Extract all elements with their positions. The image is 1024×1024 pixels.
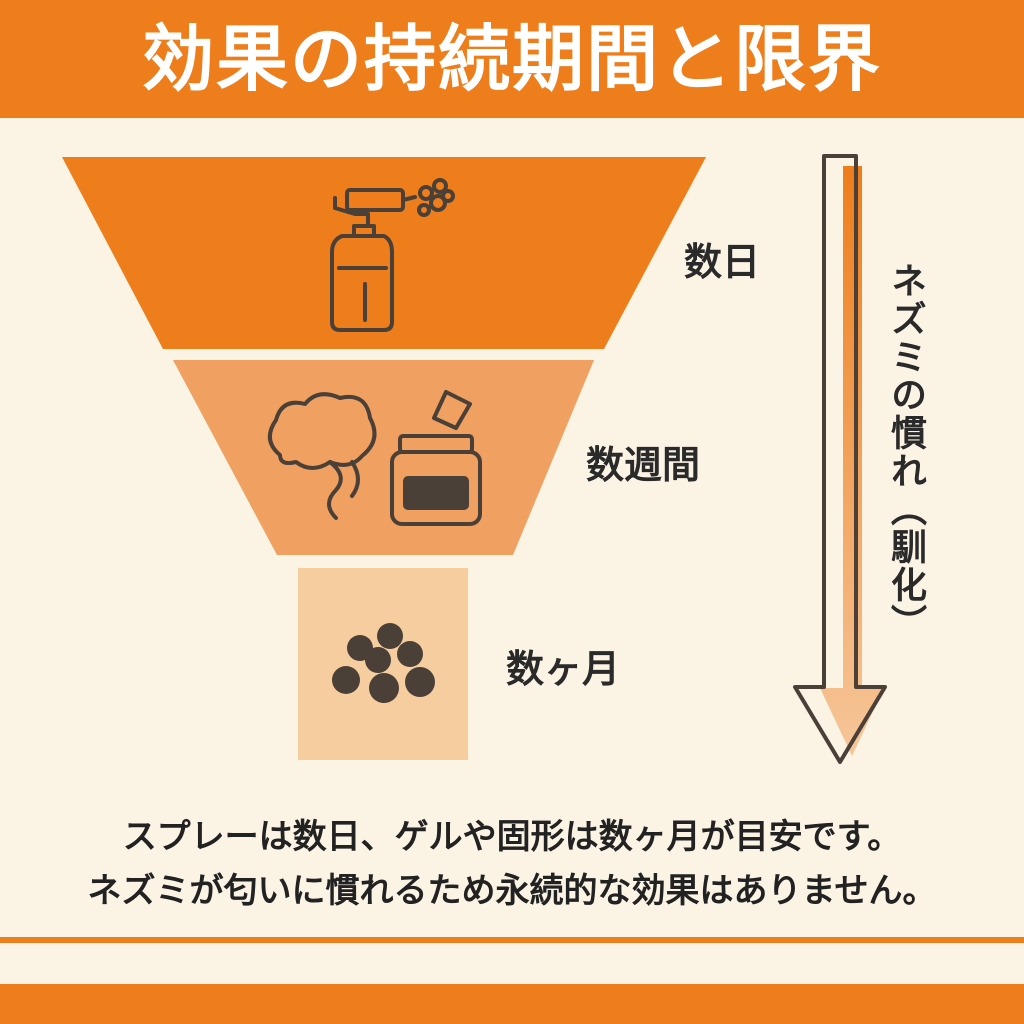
funnel-tier-short	[62, 157, 706, 349]
smoke-cloud-icon	[268, 392, 377, 520]
title-banner: 効果の持続期間と限界	[0, 0, 1024, 118]
description-line-2: ネズミが匂いに慣れるため永続的な効果はありません。	[87, 871, 937, 911]
tier-label-weeks: 数週間	[586, 443, 701, 487]
description-line-1: スプレーは数日、ゲルや固形は数ヶ月が目安です。	[122, 817, 902, 857]
divider-line	[0, 937, 1024, 943]
habituation-label: ネズミの慣れ（馴化）	[885, 262, 926, 642]
solid-pellets-icon	[332, 623, 435, 703]
funnel-tier-mid	[173, 360, 594, 555]
spray-bottle-icon	[330, 178, 455, 332]
description-text: スプレーは数日、ゲルや固形は数ヶ月が目安です。 ネズミが匂いに慣れるため永続的な…	[0, 810, 1024, 918]
page-title: 効果の持続期間と限界	[141, 17, 882, 101]
tier-label-months: 数ヶ月	[506, 647, 621, 691]
tier-label-days: 数日	[684, 240, 761, 284]
footer-bar	[0, 984, 1024, 1024]
gel-jar-icon	[390, 390, 482, 526]
habituation-arrow	[793, 154, 887, 764]
